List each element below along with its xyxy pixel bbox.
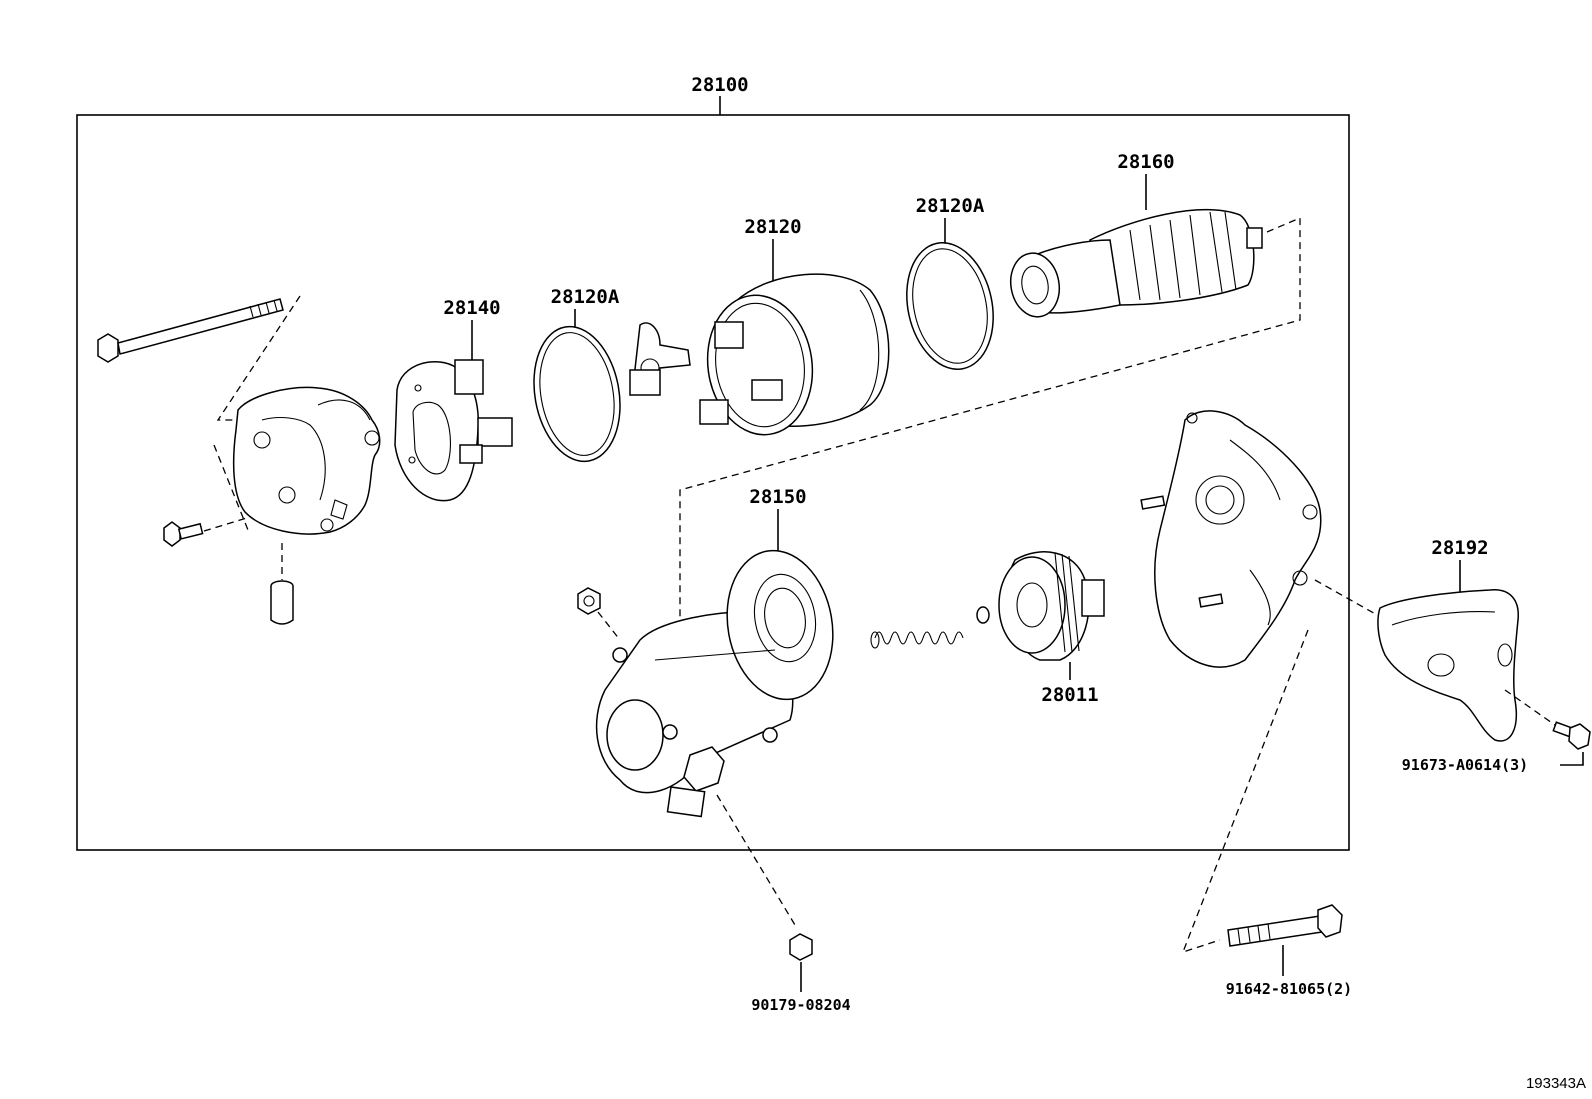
label-28011[interactable]: 28011 (1041, 684, 1098, 706)
bolt-91642[interactable] (1227, 904, 1343, 947)
label-28140[interactable]: 28140 (443, 297, 500, 319)
end-frame-cover[interactable] (232, 386, 381, 535)
hex-nut-upper[interactable] (577, 587, 601, 615)
drive-end-housing[interactable] (1154, 410, 1322, 668)
label-91642-81065[interactable]: 91642-81065(2) (1226, 980, 1352, 998)
brush-holder-28140[interactable] (394, 359, 513, 502)
label-28120[interactable]: 28120 (744, 216, 801, 238)
assembly-label-28100[interactable]: 28100 (691, 74, 748, 96)
label-28150[interactable]: 28150 (749, 486, 806, 508)
assembly-frame (76, 114, 1350, 851)
pinion-clutch-28011[interactable] (998, 551, 1105, 661)
label-28192[interactable]: 28192 (1431, 537, 1488, 559)
cover-28192[interactable] (1377, 589, 1519, 742)
label-90179-08204[interactable]: 90179-08204 (751, 996, 850, 1014)
nut-90179[interactable] (789, 933, 813, 961)
stud-bolt-drive-end[interactable] (1140, 495, 1224, 608)
brush-pin[interactable] (270, 580, 294, 625)
label-28160[interactable]: 28160 (1117, 151, 1174, 173)
through-bolt[interactable] (97, 298, 284, 363)
field-yoke-28120[interactable] (629, 273, 890, 441)
starter-housing-28150[interactable] (595, 542, 845, 818)
label-28120A-left[interactable]: 28120A (551, 286, 620, 308)
figure-reference: 193343A (1526, 1075, 1586, 1092)
washer[interactable] (976, 606, 990, 624)
return-spring[interactable] (870, 631, 964, 649)
o-ring-28120A-left[interactable] (524, 320, 630, 469)
label-91673-A0614[interactable]: 91673-A0614(3) (1402, 756, 1528, 774)
armature-28160[interactable] (1006, 209, 1263, 321)
o-ring-28120A-right[interactable] (896, 235, 1005, 378)
label-28120A-right[interactable]: 28120A (916, 195, 985, 217)
bolt-91673[interactable] (1552, 721, 1591, 750)
small-bolt-left[interactable] (163, 521, 204, 547)
